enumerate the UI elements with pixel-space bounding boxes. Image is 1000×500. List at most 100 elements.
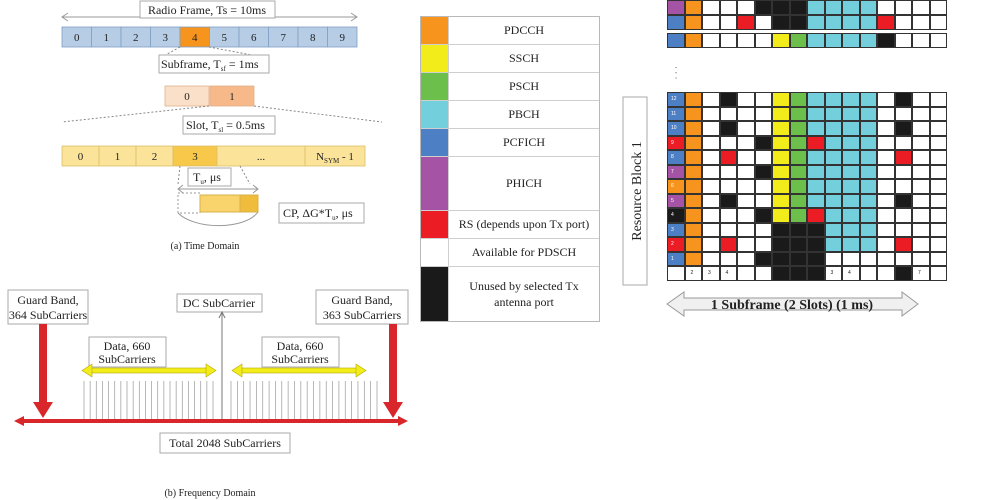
resource-element	[929, 237, 947, 252]
slot-label: Slot, Tsl = 0.5ms	[186, 118, 265, 134]
resource-element	[737, 92, 755, 107]
subframe-number: 1	[229, 91, 235, 103]
resource-element	[894, 15, 912, 30]
row-number: 2	[671, 241, 674, 247]
resource-element	[929, 15, 947, 30]
resource-element	[772, 15, 790, 30]
resource-element	[859, 121, 877, 136]
resource-element	[894, 150, 912, 165]
resource-block-annotations: · · · Resource Block 1 1 Subframe (2 Slo…	[622, 66, 919, 317]
resource-element	[667, 222, 685, 237]
column-number: 2	[813, 270, 816, 276]
resource-element	[719, 121, 737, 136]
resource-element	[719, 222, 737, 237]
resource-element	[824, 237, 842, 252]
resource-element	[807, 193, 825, 208]
resource-element	[877, 266, 895, 281]
resource-element	[824, 266, 842, 281]
legend-row: PDCCH	[421, 17, 599, 45]
guard-right-line1: Guard Band,	[331, 293, 392, 307]
resource-element	[894, 222, 912, 237]
resource-element	[789, 222, 807, 237]
resource-element	[824, 150, 842, 165]
resource-element	[684, 121, 702, 136]
legend-label: Unused by selected Tx antenna port	[469, 278, 579, 309]
resource-element	[754, 193, 772, 208]
resource-element	[789, 266, 807, 281]
resource-element	[877, 135, 895, 150]
resource-element	[912, 106, 930, 121]
resource-element	[894, 193, 912, 208]
resource-element	[754, 208, 772, 223]
resource-element	[719, 164, 737, 179]
resource-element	[684, 15, 702, 30]
resource-element	[929, 33, 947, 48]
row-number: 11	[671, 110, 677, 117]
resource-element	[719, 135, 737, 150]
guard-left-box	[7, 289, 89, 325]
resource-element	[667, 15, 685, 30]
resource-element	[702, 193, 720, 208]
resource-element	[912, 179, 930, 194]
resource-element	[859, 266, 877, 281]
symbol-number: ...	[257, 151, 266, 163]
resource-element	[912, 266, 930, 281]
resource-element	[719, 33, 737, 48]
legend-swatch	[421, 17, 449, 44]
resource-element	[842, 15, 860, 30]
resource-element	[877, 237, 895, 252]
resource-element	[702, 33, 720, 48]
radio-frame-label: Radio Frame, Ts = 10ms	[148, 3, 266, 17]
resource-element	[859, 193, 877, 208]
resource-element	[929, 208, 947, 223]
resource-element	[894, 0, 912, 15]
resource-element	[684, 150, 702, 165]
legend-row: PHICH	[421, 157, 599, 211]
resource-element	[772, 251, 790, 266]
resource-element	[684, 106, 702, 121]
resource-element	[807, 164, 825, 179]
resource-element	[912, 150, 930, 165]
resource-element	[894, 33, 912, 48]
resource-element	[807, 208, 825, 223]
cp-source-cell	[239, 194, 259, 213]
subframe-duration-arrow: 1 Subframe (2 Slots) (1 ms)	[666, 291, 919, 317]
resource-element	[754, 237, 772, 252]
resource-element	[772, 208, 790, 223]
subframe-label-box	[158, 54, 270, 74]
resource-element	[754, 0, 772, 15]
resource-element	[807, 0, 825, 15]
data-left-arrow	[81, 363, 217, 378]
frame-number: 8	[310, 32, 316, 44]
legend-swatch	[421, 101, 449, 128]
resource-element	[667, 208, 685, 223]
resource-element	[737, 150, 755, 165]
resource-element	[842, 33, 860, 48]
resource-element	[859, 237, 877, 252]
resource-element	[754, 121, 772, 136]
resource-element	[772, 237, 790, 252]
resource-element	[754, 179, 772, 194]
resource-element	[859, 135, 877, 150]
legend-label: PCFICH	[502, 135, 546, 150]
resource-element	[824, 92, 842, 107]
resource-element	[719, 208, 737, 223]
tu-label: Tu, μs	[193, 170, 221, 186]
legend-swatch	[421, 157, 449, 210]
resource-element	[824, 208, 842, 223]
subframe-cell	[209, 85, 255, 107]
resource-element	[737, 121, 755, 136]
resource-element	[667, 135, 685, 150]
resource-element	[859, 106, 877, 121]
guard-right-line2: 363 SubCarriers	[323, 308, 402, 322]
resource-element	[719, 15, 737, 30]
resource-element	[684, 193, 702, 208]
resource-element	[877, 15, 895, 30]
resource-element	[684, 266, 702, 281]
legend-row: PSCH	[421, 73, 599, 101]
resource-element	[824, 222, 842, 237]
resource-element	[807, 15, 825, 30]
subframe-label: Subframe, Tsf = 1ms	[161, 57, 259, 73]
resource-element	[754, 106, 772, 121]
